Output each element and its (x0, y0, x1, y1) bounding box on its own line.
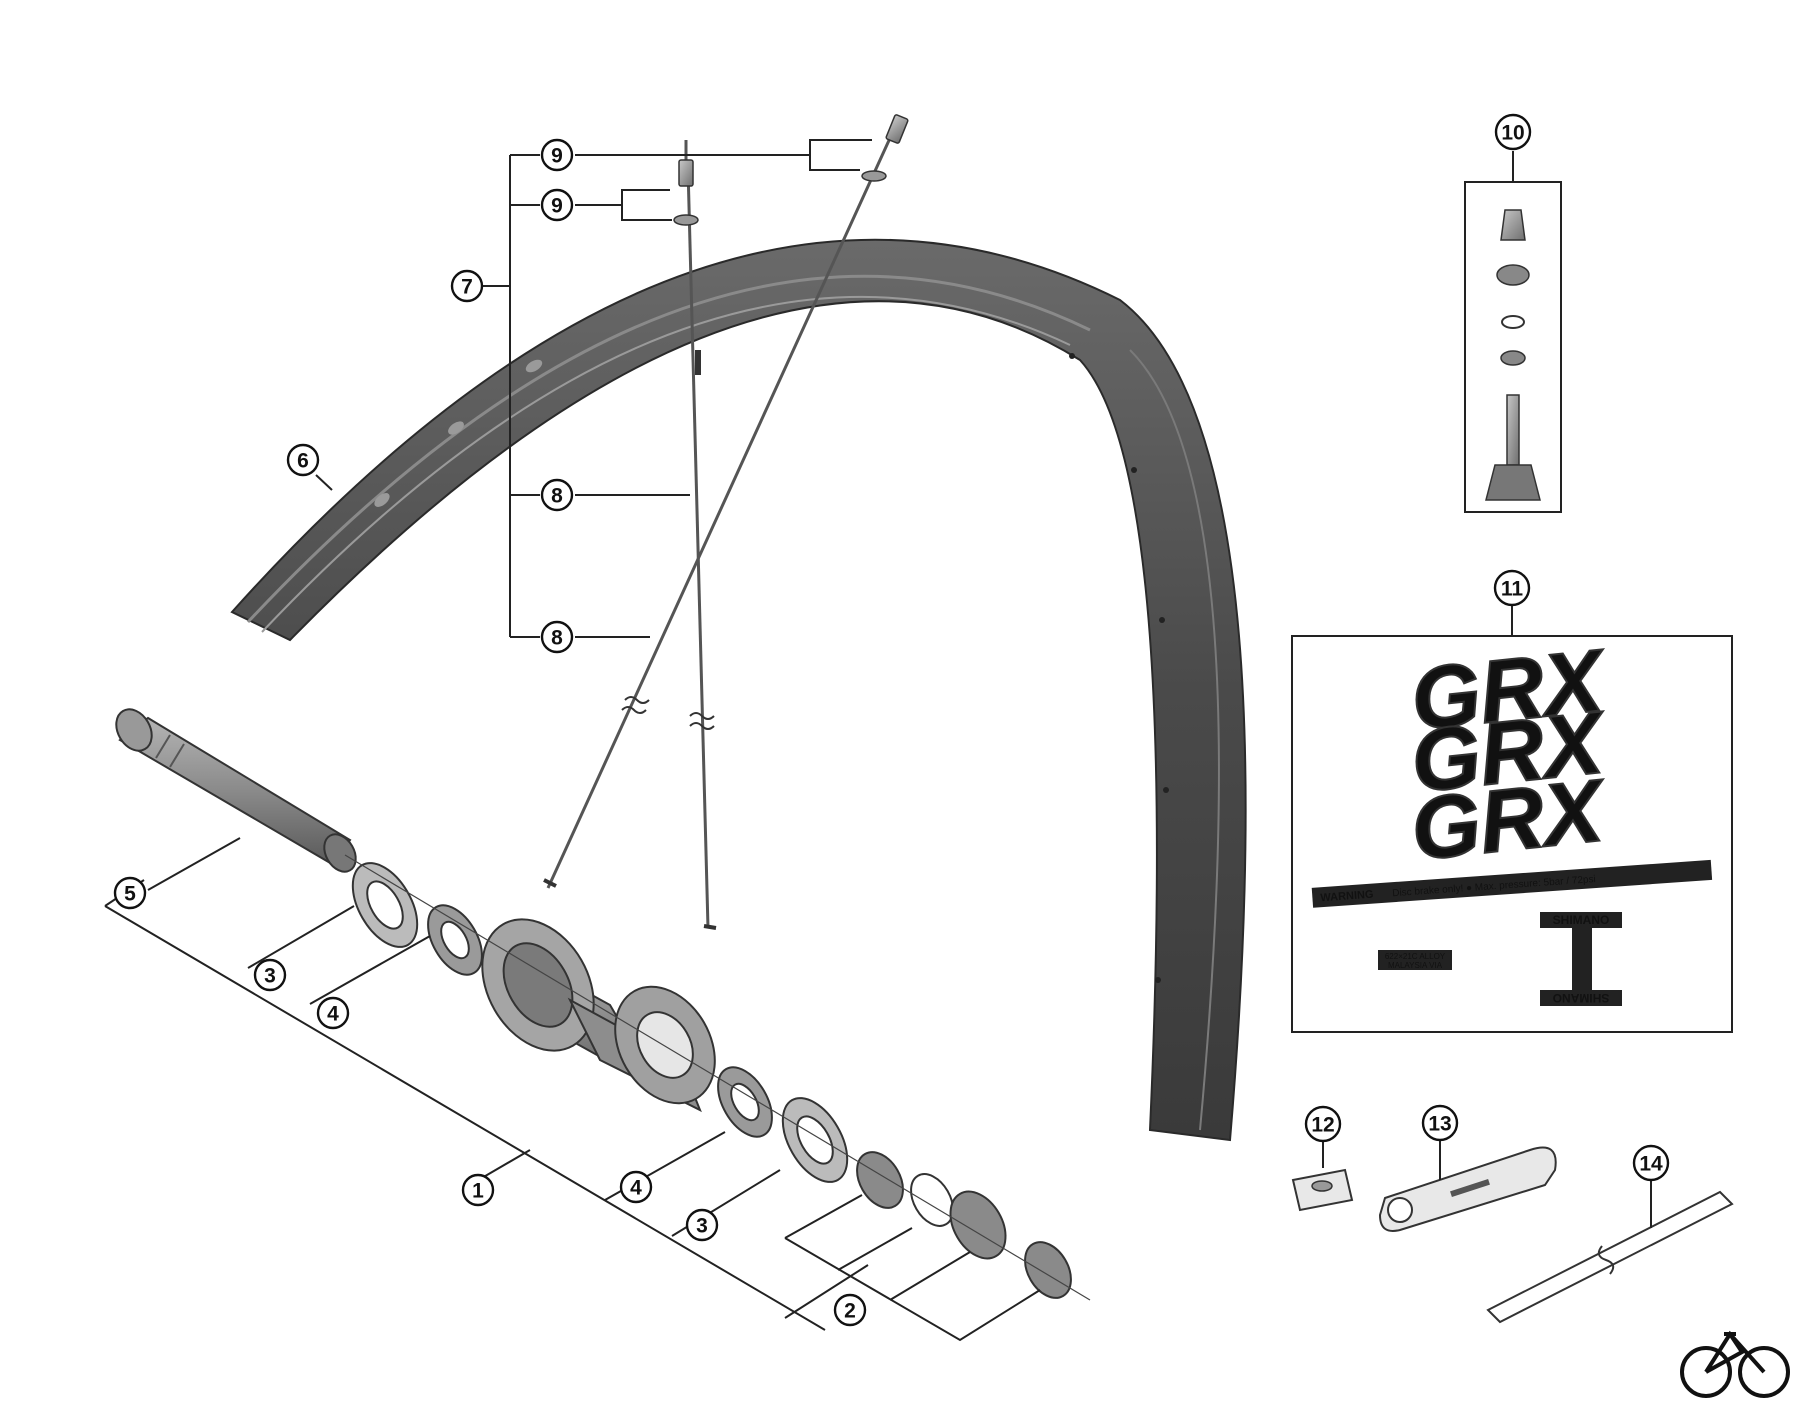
brand-top: SHIMANO (1553, 913, 1610, 927)
rim-tape (1486, 1190, 1734, 1324)
callout-14: 14 (1632, 1144, 1670, 1182)
callout-2: 2 (833, 1293, 867, 1327)
grx-logo-text: GRX (1407, 692, 1612, 811)
callout-4b: 4 (619, 1170, 653, 1204)
grx-logo-1: GRX (1406, 629, 1613, 750)
callout-10: 10 (1494, 113, 1532, 151)
callout-12: 12 (1304, 1105, 1342, 1143)
size-line-2: MALAYSIA VIA (1388, 961, 1443, 970)
svg-text:2: 2 (844, 1300, 856, 1323)
callout-3a: 3 (253, 958, 287, 992)
spoke-wrench (1378, 1146, 1557, 1232)
grx-logo-text: GRX (1407, 760, 1612, 879)
size-label: 622×21C ALLOY MALAYSIA VIA (1378, 950, 1452, 970)
callout-9a: 9 (540, 138, 574, 172)
size-line-1: 622×21C ALLOY (1385, 952, 1446, 961)
callout-6: 6 (286, 443, 320, 477)
valve-kit-box (1464, 181, 1562, 513)
bearing-left (427, 904, 483, 976)
callout-8b: 8 (540, 620, 574, 654)
svg-text:11: 11 (1501, 578, 1524, 601)
svg-text:13: 13 (1428, 1113, 1451, 1136)
svg-text:8: 8 (551, 627, 563, 650)
hub-axle (115, 708, 357, 873)
grx-logo-2: GRX (1406, 691, 1613, 812)
callout-3b: 3 (685, 1208, 719, 1242)
svg-text:6: 6 (297, 450, 309, 473)
svg-text:14: 14 (1639, 1153, 1663, 1176)
svg-text:4: 4 (327, 1003, 339, 1026)
rim (230, 238, 1247, 1142)
svg-text:8: 8 (551, 485, 563, 508)
bearing-right (717, 1066, 773, 1138)
callout-13: 13 (1421, 1104, 1459, 1142)
callout-7: 7 (450, 269, 484, 303)
svg-text:5: 5 (124, 883, 136, 906)
callout-1: 1 (461, 1173, 495, 1207)
svg-text:1: 1 (472, 1180, 484, 1203)
brand-bottom: SHIMANO (1553, 991, 1610, 1005)
spoke-nipples (673, 114, 909, 226)
svg-text:4: 4 (630, 1177, 642, 1200)
svg-text:9: 9 (551, 195, 563, 218)
callout-4a: 4 (316, 996, 350, 1030)
hub-body (481, 918, 716, 1113)
svg-text:9: 9 (551, 145, 563, 168)
callout-5: 5 (113, 876, 147, 910)
leader-lines (104, 139, 1652, 1342)
decal-set-box: GRX GRX GRX GRX WARNING Disc brake only!… (1291, 629, 1733, 1033)
shimano-strip: SHIMANO SHIMANO (1540, 912, 1622, 1006)
nipple-tool (1291, 1168, 1354, 1212)
svg-text:12: 12 (1311, 1114, 1334, 1137)
svg-text:3: 3 (264, 965, 276, 988)
svg-text:10: 10 (1501, 122, 1524, 145)
callout-9b: 9 (540, 188, 574, 222)
grx-logo-4: GRX (1406, 759, 1613, 880)
dust-cap-left (351, 862, 419, 948)
callout-11: 11 (1493, 569, 1531, 607)
callout-8a: 8 (540, 478, 574, 512)
svg-text:7: 7 (461, 276, 473, 299)
grx-logo-text: GRX (1407, 630, 1612, 749)
warning-label: WARNING (1320, 889, 1374, 905)
dust-cap-right (781, 1097, 849, 1183)
svg-text:3: 3 (696, 1215, 708, 1238)
bicycle-icon (1680, 1330, 1790, 1398)
